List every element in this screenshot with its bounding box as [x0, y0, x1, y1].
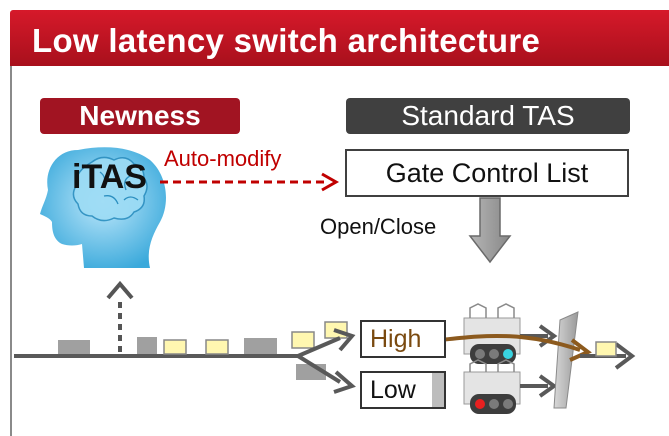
frame-packet [205, 339, 229, 355]
ai-head-icon [40, 147, 166, 268]
transmission-selector [553, 311, 579, 409]
gate-low-icon [463, 359, 521, 414]
page-title: Low latency switch architecture [32, 22, 541, 59]
frame-packet [137, 337, 157, 354]
newness-tag: Newness [40, 98, 240, 134]
queue-low: Low [360, 371, 446, 409]
frame-packet [595, 341, 617, 357]
standard-tas-tag: Standard TAS [346, 98, 630, 134]
frame-packet [163, 339, 187, 355]
high-priority-path [439, 333, 592, 362]
queue-high-label: High [370, 325, 422, 353]
queue-low-label: Low [370, 376, 416, 404]
frame-border [10, 66, 12, 436]
auto-modify-arrow [160, 172, 340, 192]
frame-packet [244, 338, 277, 354]
open-close-label: Open/Close [320, 214, 437, 239]
gate-control-list: Gate Control List [345, 149, 629, 197]
output-arrowhead [614, 342, 636, 370]
gate-high-icon [463, 303, 521, 364]
frame-packet [291, 331, 315, 349]
auto-modify-label: Auto-modify [164, 146, 282, 171]
queue-low-fill [432, 373, 444, 407]
classifier-arrows [296, 328, 356, 394]
monitor-arrow [106, 280, 134, 352]
queue-high: High [360, 320, 446, 358]
title-bar: Low latency switch architecture [10, 10, 669, 66]
frame-packet [58, 340, 90, 354]
itas-label: iTAS [72, 158, 147, 196]
open-close-arrow [468, 197, 512, 264]
